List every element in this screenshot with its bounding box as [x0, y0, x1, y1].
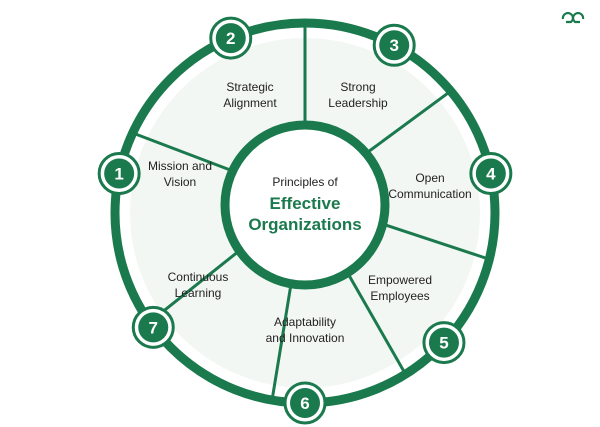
segment-label-6: Adaptability and Innovation — [265, 315, 345, 345]
badge-fill — [475, 158, 506, 189]
badge-number: 4 — [486, 164, 496, 183]
number-badge-7: 7 — [131, 305, 175, 349]
segment-label-7: Continuous Learning — [167, 270, 229, 300]
number-badge-2: 2 — [209, 16, 253, 60]
segment-divider — [135, 132, 230, 171]
segment-dividers — [135, 27, 486, 397]
center-title: Effective Organizations — [248, 194, 362, 234]
badge-number: 1 — [114, 164, 123, 183]
center-subtitle: Principles of — [272, 175, 338, 189]
badge-number: 6 — [300, 394, 309, 413]
geeksforgeeks-logo-icon — [561, 12, 585, 24]
number-badge-5: 5 — [422, 321, 466, 365]
segment-label-1: Mission and Vision — [147, 159, 213, 189]
badge-fill — [379, 30, 410, 61]
segment-divider — [368, 92, 449, 153]
badge-number: 5 — [439, 334, 448, 353]
number-badge-6: 6 — [283, 381, 327, 425]
segment-divider — [348, 275, 405, 372]
segment-divider — [386, 223, 486, 260]
badge-fill — [138, 312, 169, 343]
badge-fill — [428, 327, 459, 358]
number-badge-1: 1 — [97, 151, 141, 195]
segment-label-2: Strategic Alignment — [223, 80, 277, 110]
badge-number: 7 — [149, 318, 158, 337]
badge-number: 3 — [389, 36, 398, 55]
segment-label-5: Empowered Employees — [367, 273, 433, 303]
badge-fill — [290, 388, 320, 418]
segment-label-4: Open Communication — [388, 171, 472, 201]
badge-number: 2 — [226, 29, 235, 48]
segment-divider — [151, 252, 238, 321]
center-circle — [220, 120, 390, 290]
badge-fill — [215, 23, 246, 54]
number-badge-3: 3 — [372, 23, 416, 67]
number-badge-4: 4 — [469, 151, 513, 195]
number-badges: 1 2 3 4 5 6 7 — [97, 16, 513, 425]
segment-label-3: Strong Leadership — [328, 80, 388, 110]
badge-fill — [104, 158, 135, 189]
segment-divider — [271, 287, 292, 397]
